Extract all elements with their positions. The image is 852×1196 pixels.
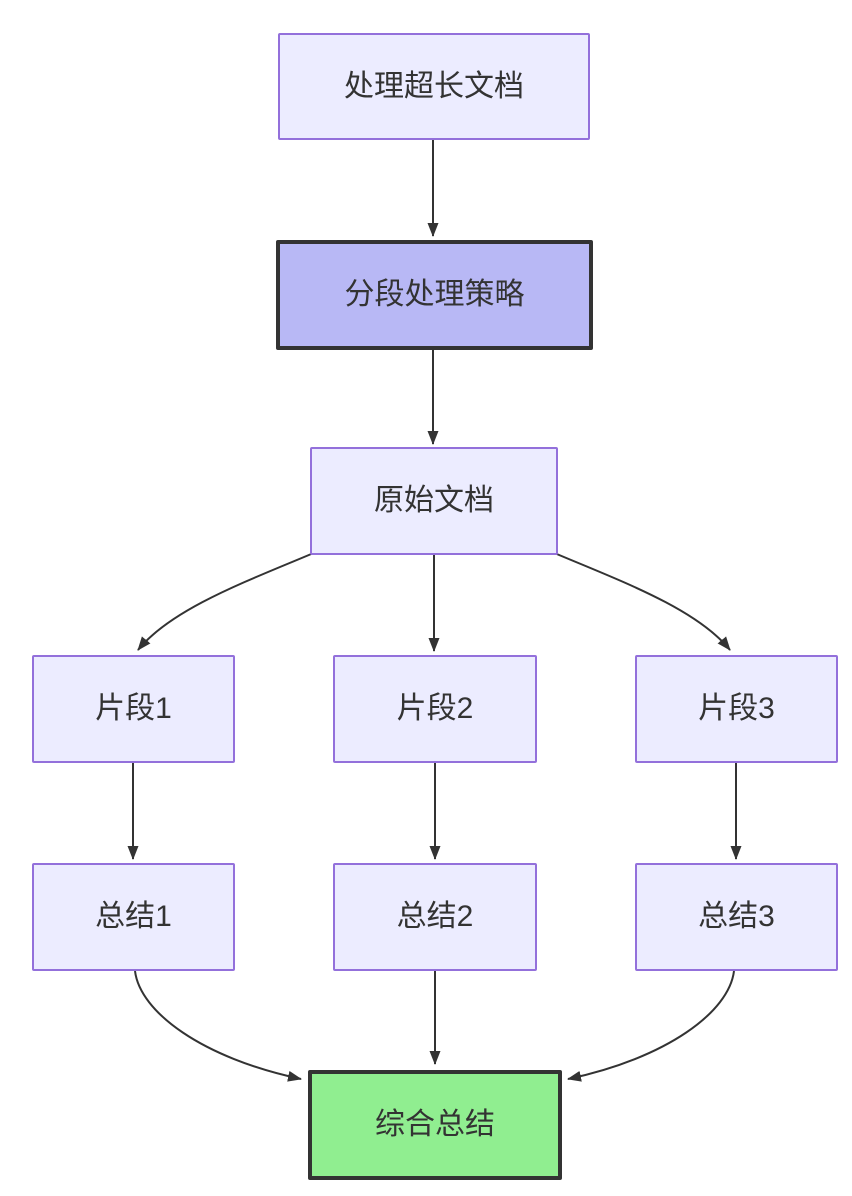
node-segmentation-strategy: 分段处理策略: [276, 240, 593, 350]
node-label: 片段2: [396, 692, 474, 725]
node-combined-summary: 综合总结: [308, 1070, 562, 1180]
node-fragment-1: 片段1: [32, 655, 235, 763]
edge-C-D1: [137, 551, 317, 651]
node-fragment-2: 片段2: [333, 655, 537, 763]
node-summary-1: 总结1: [32, 863, 235, 971]
node-original-document: 原始文档: [310, 447, 558, 555]
edge-C-D3: [551, 551, 731, 651]
node-label: 总结3: [698, 900, 775, 933]
node-label: 总结2: [396, 900, 474, 933]
node-label: 片段1: [95, 692, 172, 725]
edge-E1-F: [134, 970, 302, 1082]
node-summary-3: 总结3: [635, 863, 838, 971]
node-label: 分段处理策略: [344, 278, 525, 311]
node-label: 原始文档: [374, 484, 494, 517]
node-process-long-document: 处理超长文档: [278, 33, 590, 140]
node-summary-2: 总结2: [333, 863, 537, 971]
node-label: 综合总结: [375, 1108, 495, 1141]
node-label: 处理超长文档: [344, 69, 524, 103]
edge-E3-F: [567, 970, 735, 1082]
node-fragment-3: 片段3: [635, 655, 838, 763]
node-label: 片段3: [698, 692, 775, 725]
node-label: 总结1: [95, 900, 172, 933]
